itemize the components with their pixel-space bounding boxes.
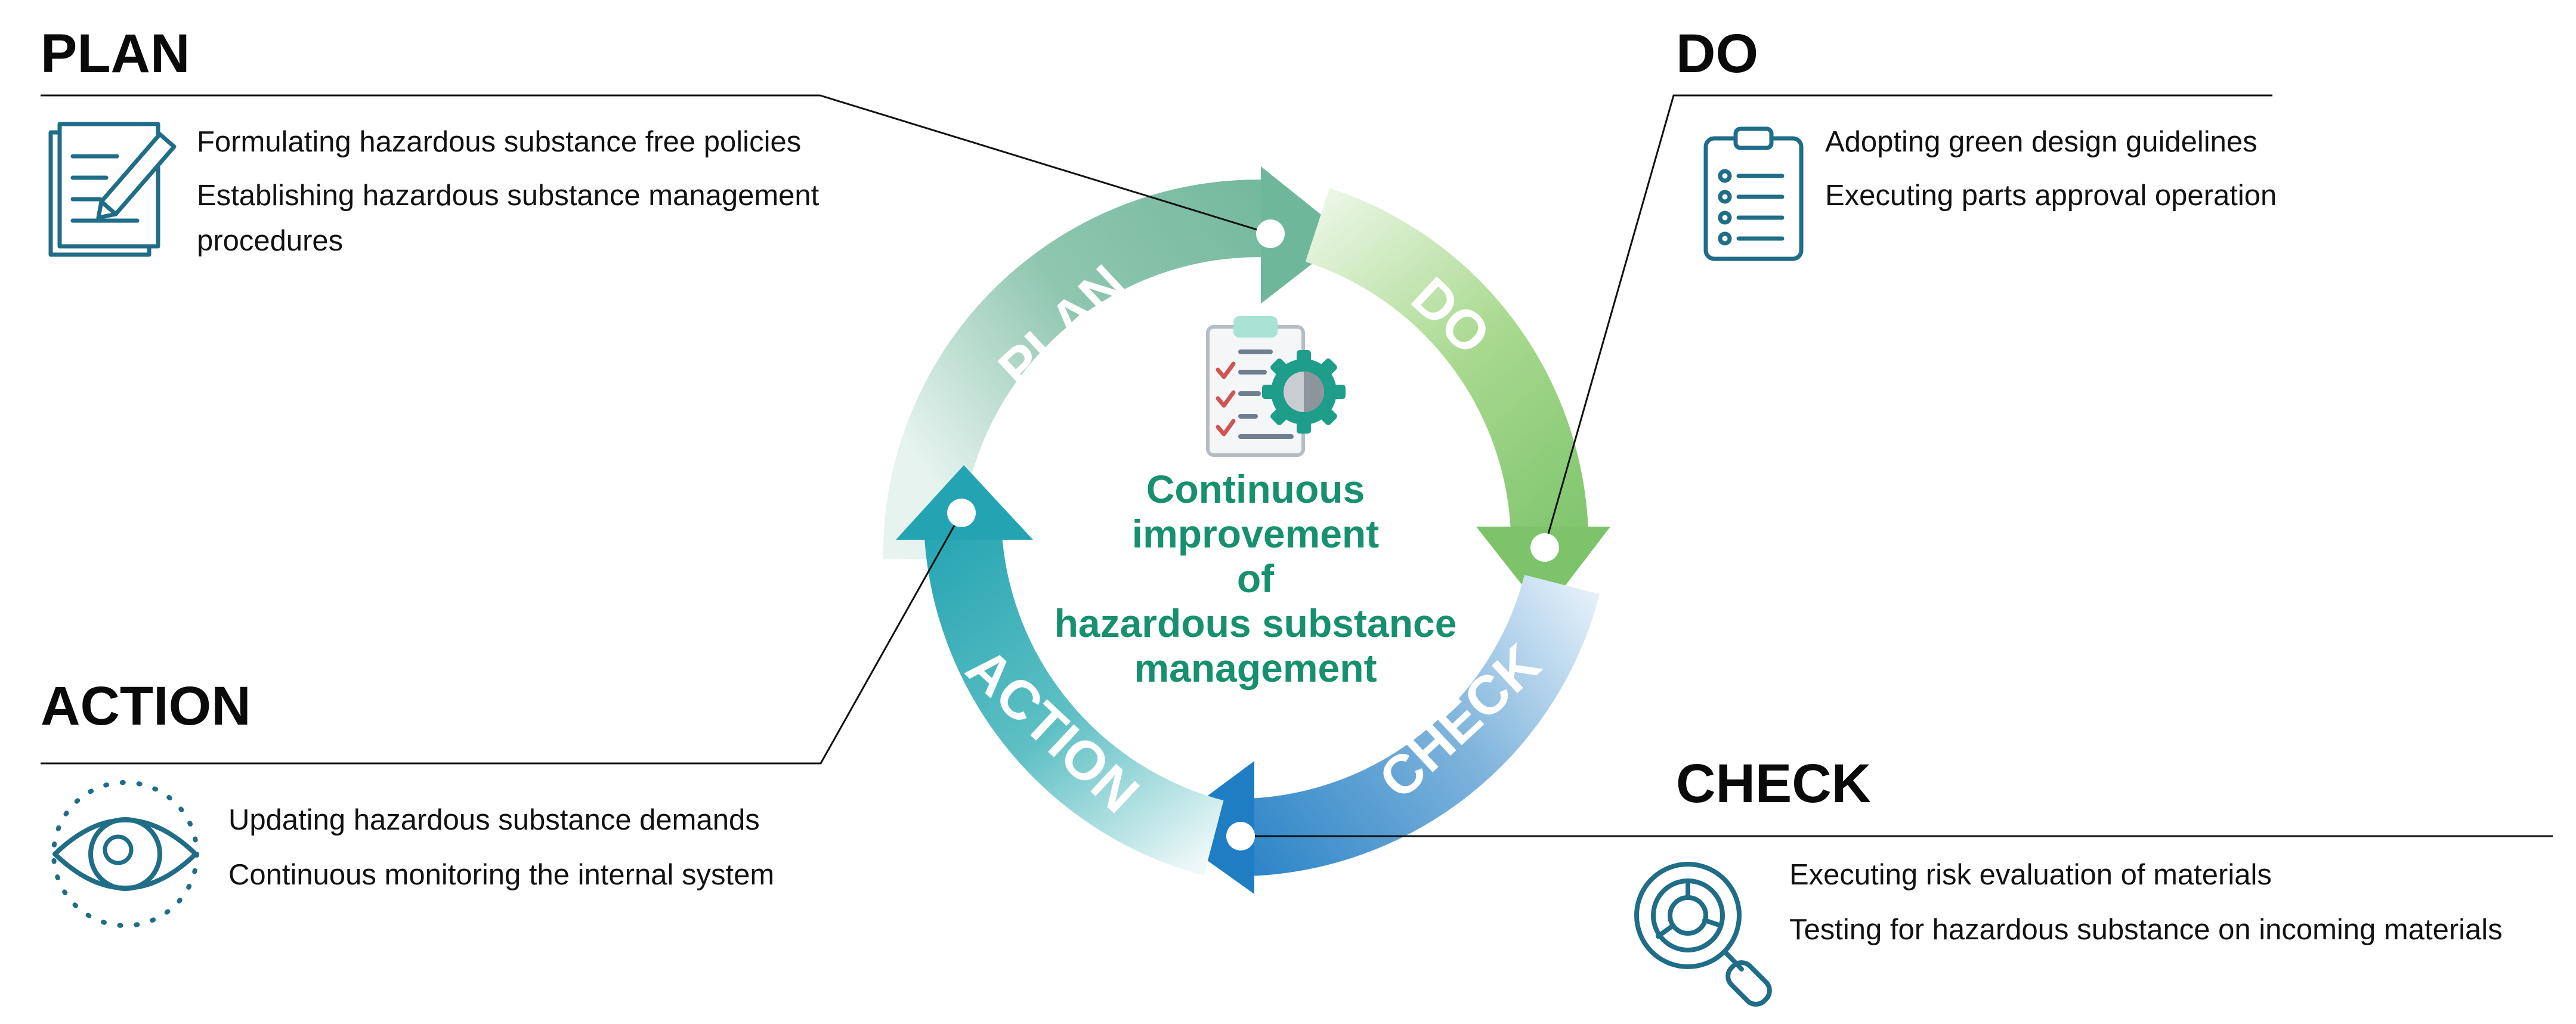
do-arrow [1305,188,1610,613]
center-title-line-4: hazardous substance [1054,601,1457,645]
do-anchor-dot [1530,533,1559,562]
action-section-title: ACTION [41,676,251,737]
center-title-line-2: improvement [1131,512,1380,556]
action-item-2: Continuous monitoring the internal syste… [228,859,775,891]
clipboard-gear-icon [1206,316,1346,457]
center-title-line-1: Continuous [1146,467,1365,511]
document-edit-icon [48,122,177,257]
do-leader-line [1544,94,2272,547]
plan-section-title: PLAN [41,23,190,84]
plan-leader-line [41,94,1271,235]
action-leader-line [41,512,963,765]
center-title-line-3: of [1236,556,1275,601]
action-anchor-dot [947,499,976,527]
check-section-title: CHECK [1676,753,1872,814]
do-item-1: Adopting green design guidelines [1825,126,2258,158]
plan-anchor-dot [1256,219,1285,248]
do-item-2: Executing parts approval operation [1825,180,2277,212]
plan-arrow [883,166,1348,559]
check-item-1: Executing risk evaluation of materials [1789,859,2272,891]
do-section-title: DO [1676,23,1758,84]
magnifier-chart-icon [1634,862,1772,1007]
plan-item-2: Establishing hazardous substance managem… [197,180,820,212]
check-item-2: Testing for hazardous substance on incom… [1789,914,2503,946]
check-anchor-dot [1226,822,1255,850]
eye-icon [51,780,199,928]
plan-item-1: Formulating hazardous substance free pol… [197,126,802,158]
center-title-line-5: management [1134,646,1377,690]
plan-item-3: procedures [197,225,344,257]
clipboard-checklist-icon [1703,126,1804,261]
action-item-1: Updating hazardous substance demands [228,804,760,836]
